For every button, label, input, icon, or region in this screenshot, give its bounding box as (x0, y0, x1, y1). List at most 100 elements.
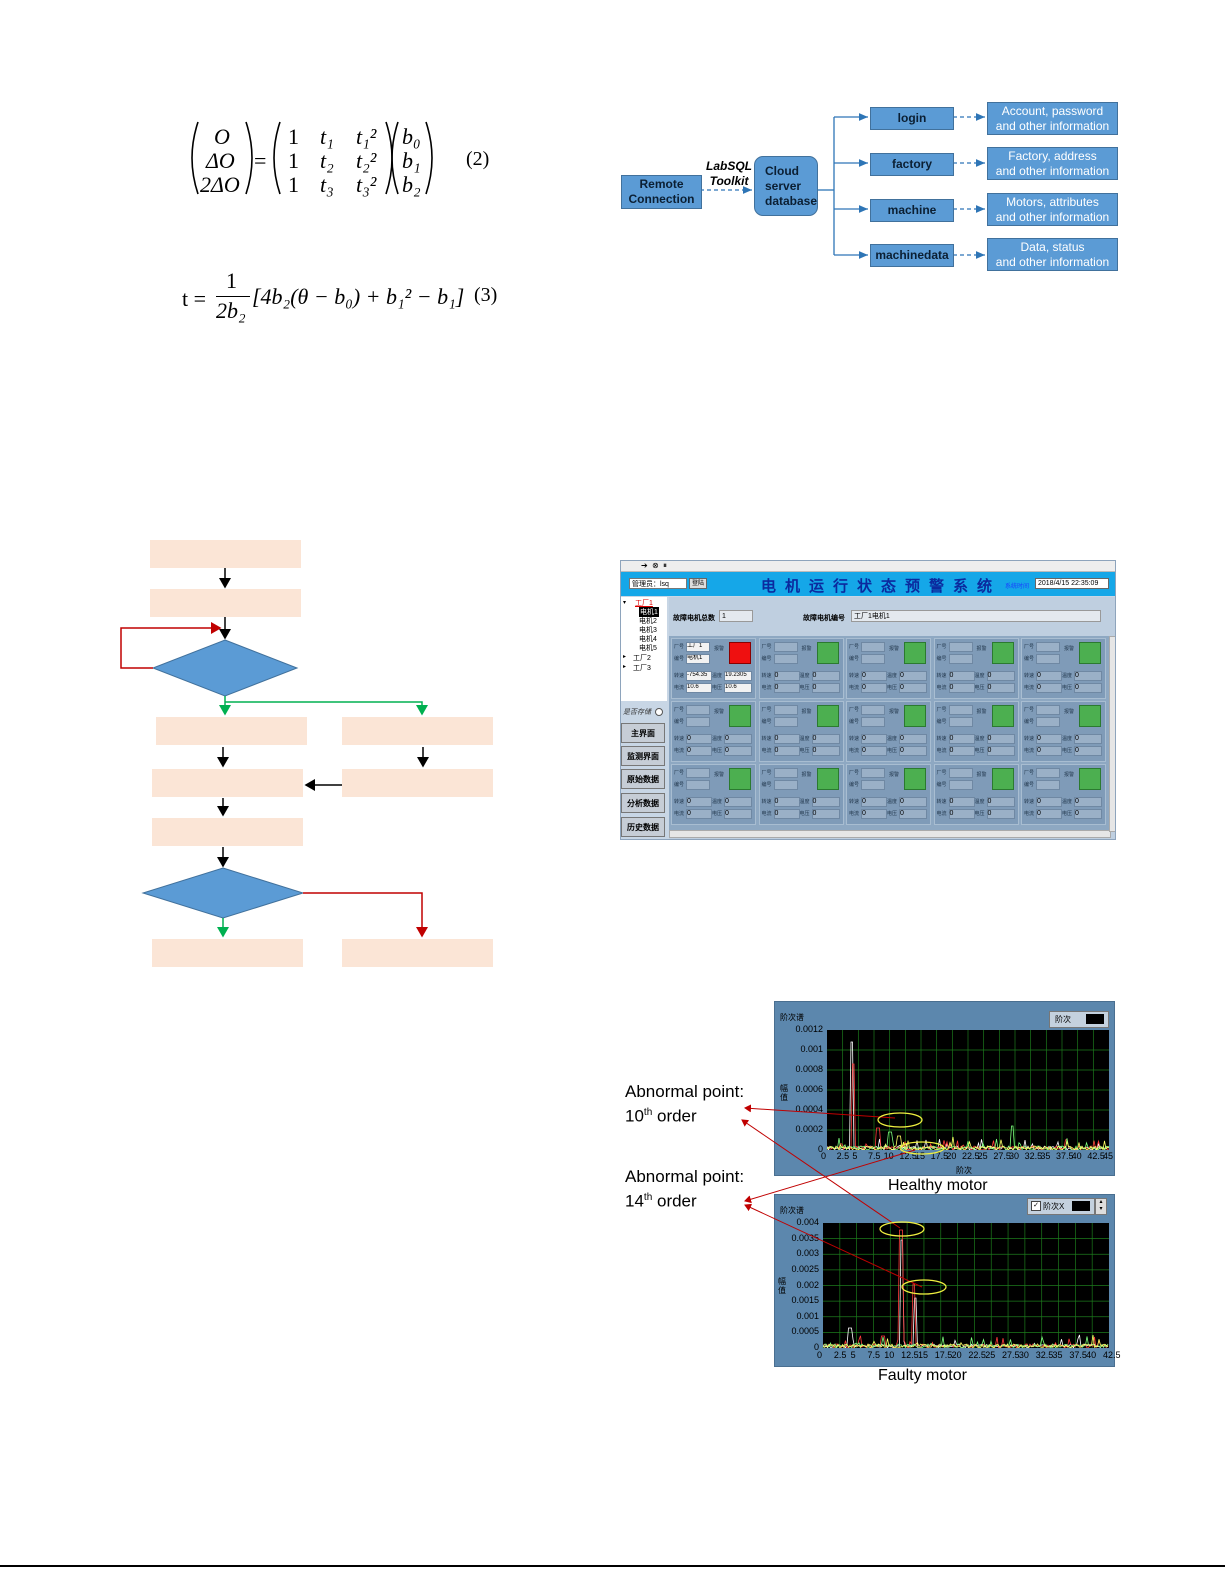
table-factory: factory (870, 153, 954, 176)
hscrollbar[interactable] (669, 830, 1111, 838)
panel-field-voltage: 0 (811, 683, 840, 693)
eq2-m21: t₃ (320, 172, 334, 197)
panel-field-voltage: 0 (724, 746, 752, 756)
tree-factory-3[interactable]: 工厂3 (633, 665, 651, 672)
arrow-d2-r9 (303, 892, 428, 938)
login-button[interactable]: 登陆 (689, 578, 707, 589)
faulty-plot (822, 1223, 1109, 1350)
nav-analysis[interactable]: 分析数据 (621, 793, 665, 813)
panel-field-temp: 0 (899, 671, 927, 681)
info-login-1: Account, password (1001, 103, 1104, 118)
nav-history[interactable]: 历史数据 (621, 817, 665, 837)
panel-field-temp: 0 (724, 734, 752, 744)
panel-label-alarm: 报警 (889, 646, 900, 652)
panel-field-temp: 0 (811, 734, 840, 744)
stop-icon[interactable]: ⊗ (652, 561, 659, 570)
tree-motor-3[interactable]: 电机3 (639, 627, 657, 634)
tree-collapse-icon-3[interactable]: ▸ (623, 664, 627, 670)
alarm-led-red (729, 642, 751, 664)
eq3-body: [4b₂(θ − b₀) + b₁² − b₁] (252, 284, 465, 309)
eq2-m12: t₂² (356, 148, 377, 173)
alarm-led-green (991, 705, 1014, 727)
panel-label-voltage: 电压 (887, 811, 898, 817)
panel-field-code (686, 780, 710, 790)
panel-label-current: 电流 (761, 685, 772, 691)
panel-label-current: 电流 (849, 685, 860, 691)
alarm-led-green (816, 705, 839, 727)
panel-label-speed: 转速 (761, 673, 772, 679)
panel-label-voltage: 电压 (887, 685, 898, 691)
panel-label-temp: 温度 (712, 673, 723, 679)
panel-field-speed: 0 (773, 671, 800, 681)
storage-toggle[interactable] (655, 708, 663, 716)
nav-main[interactable]: 主界面 (621, 723, 665, 743)
panel-label-temp: 温度 (799, 673, 810, 679)
healthy-legend[interactable]: 阶次 (1049, 1011, 1109, 1028)
tree-factory-2[interactable]: 工厂2 (633, 655, 651, 662)
panel-label-speed: 转速 (1024, 736, 1035, 742)
panel-label-factory: 厂号 (849, 707, 860, 713)
panel-field-current: 0 (773, 809, 800, 819)
nav-raw-data[interactable]: 原始数据 (621, 769, 665, 789)
tree-factory-1[interactable]: 工厂1 (635, 600, 653, 607)
panel-label-speed: 转速 (674, 736, 685, 742)
panel-field-temp: 0 (986, 671, 1015, 681)
panel-label-alarm: 报警 (976, 646, 987, 652)
panel-field-speed: 0 (1036, 734, 1062, 744)
panel-field-speed: 0 (861, 734, 887, 744)
y-tick-label: 0 (817, 1144, 823, 1154)
user-field[interactable]: 管理员：lsq (629, 578, 687, 589)
panel-field-code (1036, 654, 1060, 664)
arrow-14th-healthy (744, 1149, 916, 1204)
toolkit-line-1: LabSQL (706, 159, 753, 173)
annotation-10th: Abnormal point: 10th order (625, 1081, 744, 1127)
panel-label-alarm: 报警 (801, 646, 812, 652)
faulty-legend[interactable]: ✓ 阶次X (1027, 1198, 1095, 1215)
tree-motor-2[interactable]: 电机2 (639, 618, 657, 625)
anno2-line1: Abnormal point: (625, 1167, 745, 1186)
tree-collapse-icon-2[interactable]: ▸ (623, 654, 627, 660)
run-arrow-icon[interactable]: ➔ (641, 561, 648, 570)
spectrum-series (826, 1135, 1110, 1151)
toolkit-line-2: Toolkit (709, 174, 749, 188)
panel-field-current: 0 (1036, 683, 1062, 693)
anno1-line1: Abnormal point: (625, 1082, 745, 1101)
anno1-sup: th (643, 1107, 653, 1118)
panel-label-alarm: 报警 (1064, 772, 1075, 778)
info-login-2: and other information (995, 118, 1110, 133)
tree-motor-1[interactable]: 电机1 (639, 607, 659, 617)
tree-expand-icon[interactable]: ▾ (623, 600, 627, 606)
panel-field-voltage: 0 (1074, 683, 1102, 693)
eq2-lhs-0: O (214, 124, 230, 149)
nav-monitor[interactable]: 监测界面 (621, 746, 665, 766)
panel-label-alarm: 报警 (714, 772, 725, 778)
tree-motor-4[interactable]: 电机4 (639, 636, 657, 643)
alarm-led-green (816, 642, 839, 664)
fault-id-label: 故障电机编号 (803, 615, 845, 622)
panel-label-voltage: 电压 (712, 811, 723, 817)
arrow-14th-faulty (744, 1203, 923, 1288)
panel-field-temp: 0 (811, 797, 840, 807)
panel-field-voltage: 0 (899, 683, 927, 693)
pause-icon[interactable]: ⏸ (663, 561, 667, 570)
panel-label-speed: 转速 (761, 736, 772, 742)
faulty-legend-checkbox[interactable]: ✓ (1031, 1201, 1041, 1211)
panel-field-factory (686, 705, 710, 715)
panel-label-voltage: 电压 (974, 811, 985, 817)
vscrollbar[interactable] (1109, 636, 1115, 832)
faulty-spin-control[interactable]: ▴▾ (1095, 1198, 1107, 1215)
panel-label-alarm: 报警 (801, 772, 812, 778)
flow-rect-7 (152, 818, 303, 846)
healthy-graph-title: 阶次谱 (780, 1013, 804, 1022)
fault-count-label: 故障电机总数 (673, 615, 715, 622)
eq2-rhs-1: b₁ (402, 148, 421, 173)
tree-motor-5[interactable]: 电机5 (639, 645, 657, 652)
panel-label-voltage: 电压 (1062, 811, 1073, 817)
panel-label-current: 电流 (761, 811, 772, 817)
panel-field-current: 0 (686, 809, 712, 819)
x-tick-label: 12.5 (901, 1350, 919, 1360)
faulty-ellipse-10 (879, 1221, 925, 1237)
